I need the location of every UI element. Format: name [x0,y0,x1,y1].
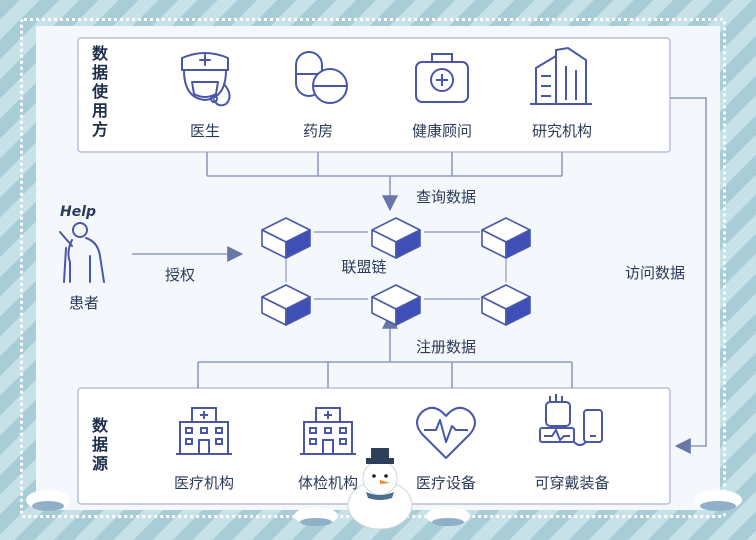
clinic-icon [300,407,356,455]
hospital-icon [176,407,232,455]
wearable-label: 可穿戴装备 [534,474,610,492]
authorize-label: 授权 [164,266,196,284]
chain-node-4 [261,284,311,326]
query-connector [206,152,563,212]
register-label: 注册数据 [415,338,477,356]
patient-label: 患者 [68,294,100,312]
research-institute-label: 研究机构 [531,122,593,140]
bush-shadow-decoration [32,501,736,526]
data-source-title: 数据源 [92,416,109,473]
register-connector [197,312,573,388]
pharmacy-label: 药房 [302,122,334,140]
data-user-box [77,37,671,153]
checkup-institution-label: 体检机构 [297,474,359,492]
help-text: Help [60,204,97,220]
pill-icon [295,51,348,104]
chain-node-6 [481,284,531,326]
chain-node-3 [481,217,531,259]
wearable-icon [539,394,603,446]
patient-icon [59,222,105,283]
doctor-icon [181,52,231,107]
doctor-label: 医生 [189,122,221,140]
snowman-decoration [347,448,413,530]
medical-kit-icon [415,53,469,103]
heart-monitor-icon [416,406,476,459]
chain-node-5 [371,284,421,326]
query-label: 查询数据 [415,188,477,206]
medical-institution-label: 医疗机构 [173,474,235,492]
data-user-title: 数据使用方 [92,44,109,139]
building-icon [530,46,592,105]
medical-device-label: 医疗设备 [415,474,477,492]
chain-label: 联盟链 [341,258,387,276]
access-connector [670,97,707,454]
chain-node-2 [371,217,421,259]
health-advisor-label: 健康顾问 [411,122,473,140]
access-label: 访问数据 [624,264,686,282]
chain-nodes [261,217,531,326]
chain-node-1 [261,217,311,259]
